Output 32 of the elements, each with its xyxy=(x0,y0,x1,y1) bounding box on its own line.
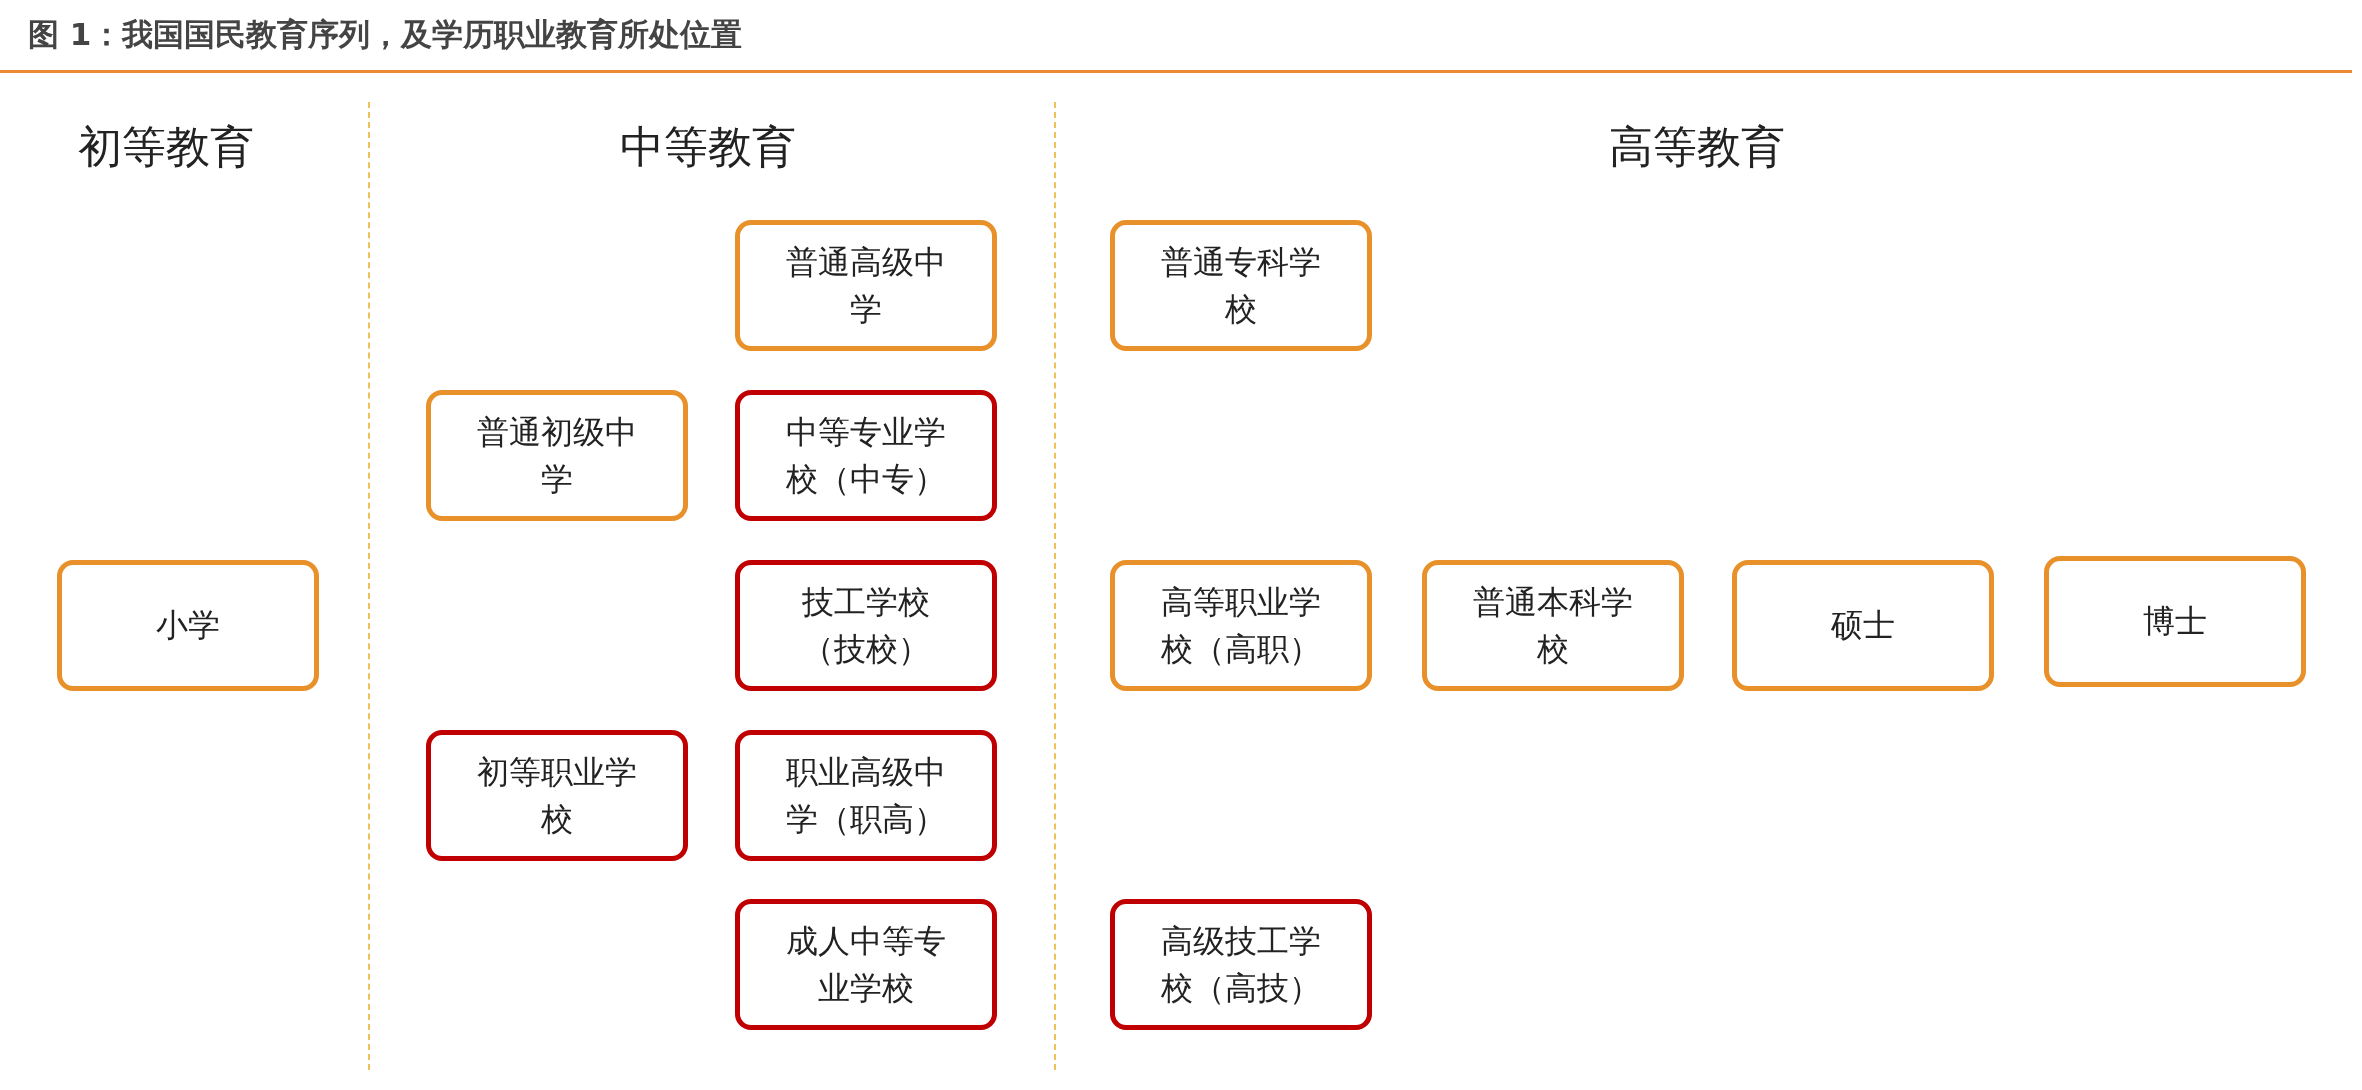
school-box xyxy=(1422,560,1684,691)
school-name: 小学 xyxy=(155,605,221,647)
school-box xyxy=(426,390,688,521)
school-name: 博士 xyxy=(2142,601,2208,643)
column-heading: 中等教育 xyxy=(620,120,796,174)
school-box xyxy=(57,560,319,691)
school-box xyxy=(735,730,997,861)
school-box xyxy=(1732,560,1994,691)
school-box xyxy=(735,899,997,1030)
school-box xyxy=(1110,560,1372,691)
figure-title: 图 1：我国国民教育序列，及学历职业教育所处位置 xyxy=(28,15,743,54)
school-name: 职业高级中学（职高） xyxy=(785,752,947,840)
school-name: 普通高级中学 xyxy=(785,242,947,330)
school-name: 高等职业学校（高职） xyxy=(1160,582,1322,670)
school-name: 硕士 xyxy=(1830,605,1896,647)
column-heading: 初等教育 xyxy=(78,120,254,174)
school-box xyxy=(2044,556,2306,687)
school-name: 成人中等专业学校 xyxy=(785,921,947,1009)
school-name: 高级技工学校（高技） xyxy=(1160,921,1322,1009)
school-name: 技工学校（技校） xyxy=(801,582,931,670)
column-heading: 高等教育 xyxy=(1609,120,1785,174)
school-box xyxy=(735,560,997,691)
school-name: 初等职业学校 xyxy=(476,752,638,840)
school-box xyxy=(1110,220,1372,351)
school-box xyxy=(735,220,997,351)
school-box xyxy=(735,390,997,521)
school-box xyxy=(426,730,688,861)
school-name: 普通本科学校 xyxy=(1472,582,1634,670)
school-box xyxy=(1110,899,1372,1030)
school-name: 中等专业学校（中专） xyxy=(785,412,947,500)
school-name: 普通初级中学 xyxy=(476,412,638,500)
school-name: 普通专科学校 xyxy=(1160,242,1322,330)
